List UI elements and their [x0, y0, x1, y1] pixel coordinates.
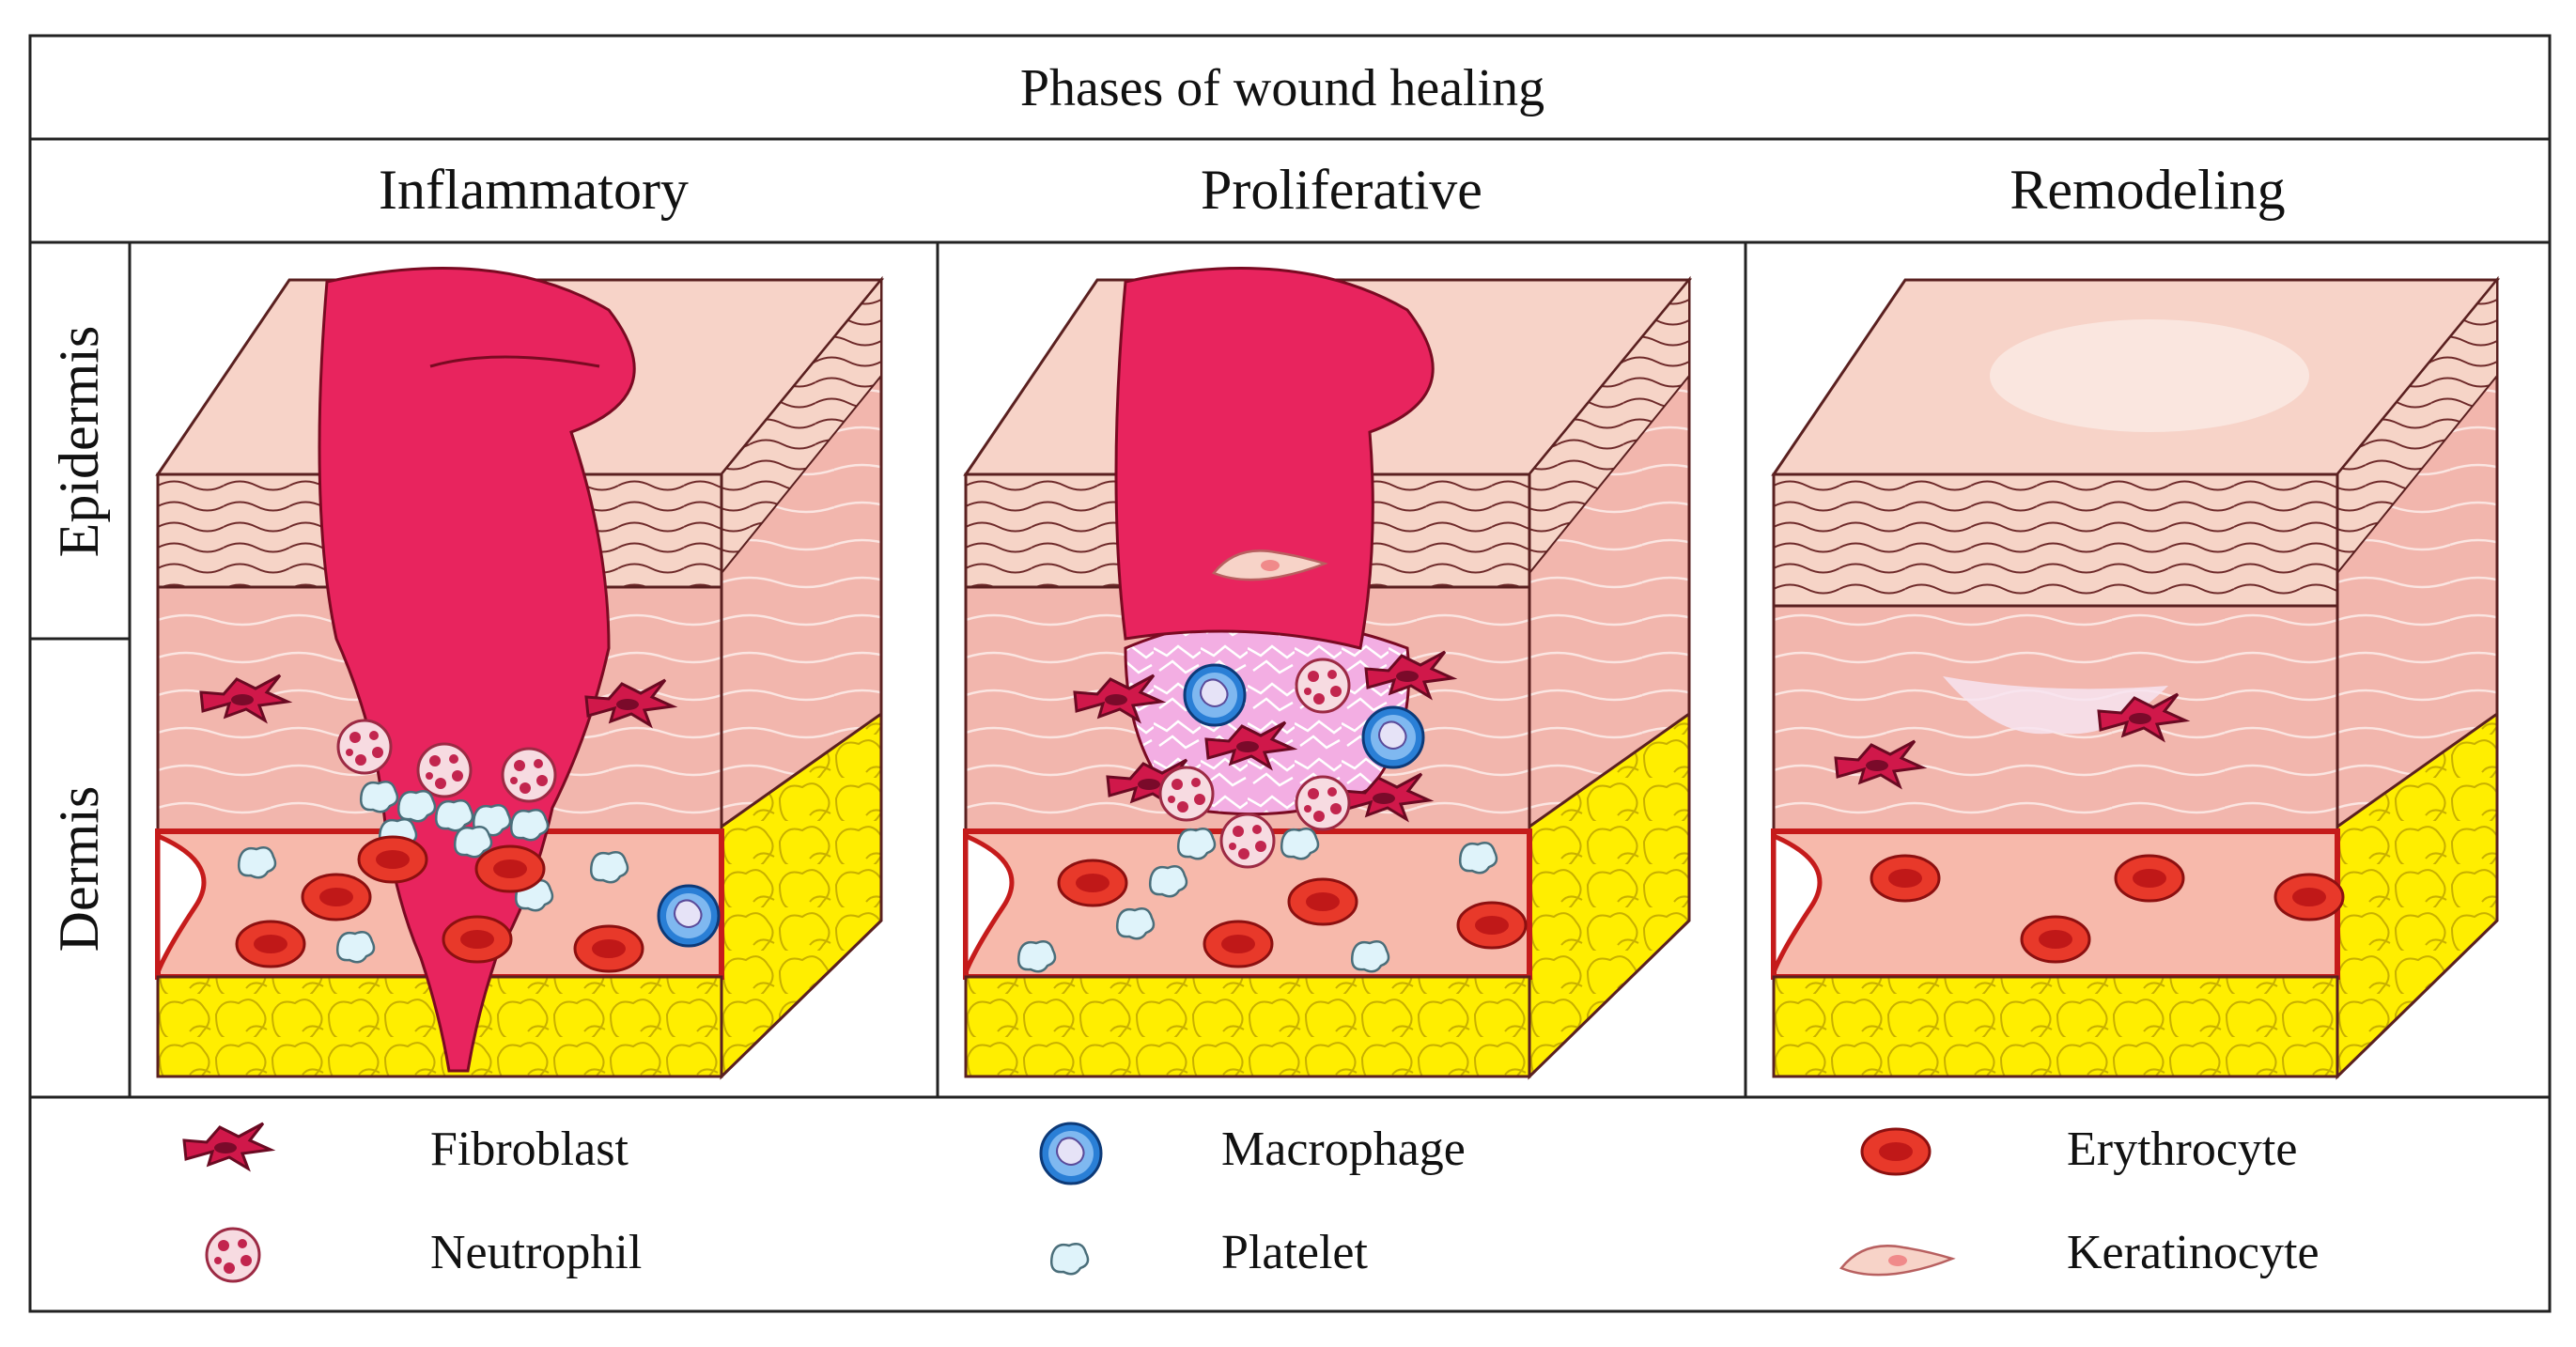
phase-header-proliferative: Proliferative: [1201, 159, 1482, 221]
legend-label-fibroblast: Fibroblast: [430, 1122, 628, 1176]
legend-item-platelet: Platelet: [1049, 1226, 1369, 1279]
legend: Fibroblast Neutrophil Macrophage Platele…: [182, 1122, 2320, 1283]
neutrophil-icon: [205, 1227, 261, 1283]
legend-label-macrophage: Macrophage: [1221, 1122, 1466, 1176]
keratinocyte-icon: [1839, 1245, 1954, 1277]
legend-item-macrophage: Macrophage: [1039, 1122, 1466, 1185]
legend-item-fibroblast: Fibroblast: [182, 1122, 628, 1176]
platelet-icon: [1049, 1242, 1090, 1276]
legend-item-keratinocyte: Keratinocyte: [1839, 1226, 2320, 1279]
legend-label-platelet: Platelet: [1221, 1226, 1369, 1279]
legend-label-keratinocyte: Keratinocyte: [2067, 1226, 2320, 1279]
legend-item-erythrocyte: Erythrocyte: [1860, 1122, 2297, 1176]
layer-label-epidermis: Epidermis: [48, 326, 110, 558]
legend-label-erythrocyte: Erythrocyte: [2067, 1122, 2297, 1176]
erythrocyte-icon: [1860, 1127, 1932, 1176]
legend-item-neutrophil: Neutrophil: [205, 1226, 642, 1283]
layer-label-dermis: Dermis: [48, 786, 110, 952]
legend-label-neutrophil: Neutrophil: [430, 1226, 642, 1279]
fibroblast-icon: [182, 1122, 272, 1170]
skin-block-inflammatory: [155, 267, 885, 1080]
phase-header-remodeling: Remodeling: [2010, 159, 2285, 221]
figure-title: Phases of wound healing: [1020, 59, 1544, 117]
macrophage-icon: [1039, 1122, 1103, 1185]
phase-header-inflammatory: Inflammatory: [379, 159, 689, 221]
skin-block-proliferative: [963, 267, 1693, 1080]
skin-block-remodeling: [1771, 275, 2501, 1080]
